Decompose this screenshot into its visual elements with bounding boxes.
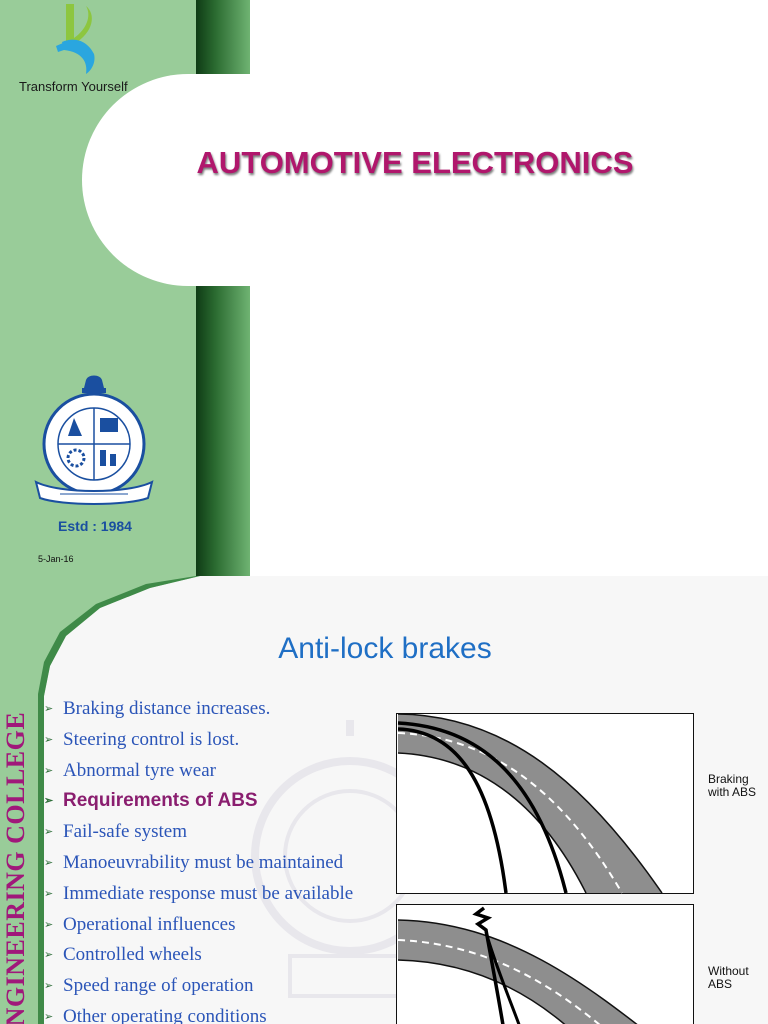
college-name-text: ENGINEERING COLLEGE [1, 711, 30, 1024]
title-band-curve [82, 74, 322, 286]
caption-line: Without [708, 964, 749, 978]
bullet-text: Manoeuvrability must be maintained [63, 851, 344, 873]
content-slide: ENGINEERING COLLEGE Anti-lock brakes ➢ Br… [0, 576, 768, 1024]
bullet-item: ➢ Abnormal tyre wear [44, 756, 353, 787]
bullet-text: Immediate response must be available [63, 882, 354, 904]
bullet-text: Fail-safe system [63, 821, 188, 843]
bullet-text: Controlled wheels [63, 944, 202, 966]
bullet-item: ➢ Steering control is lost. [44, 725, 353, 756]
arrow-bullet-icon: ➢ [44, 856, 54, 869]
bullet-item: ➢ Manoeuvrability must be maintained [44, 848, 353, 879]
bullet-text: Requirements of ABS [63, 790, 258, 812]
arrow-bullet-icon: ➢ [44, 1010, 54, 1023]
bullet-item-heading: ➢ Requirements of ABS [44, 786, 353, 817]
arrow-bullet-icon: ➢ [44, 764, 54, 777]
bullet-text: Steering control is lost. [63, 728, 240, 750]
bullet-item: ➢ Immediate response must be available [44, 879, 353, 910]
bullet-list: ➢ Braking distance increases. ➢ Steering … [44, 694, 353, 1024]
logo-tagline: Transform Yourself [19, 79, 128, 94]
bullet-item: ➢ Operational influences [44, 910, 353, 941]
figure-caption-abs: Braking with ABS [708, 773, 756, 799]
slide-title: Anti-lock brakes [278, 632, 492, 665]
bullet-text: Other operating conditions [63, 1005, 267, 1024]
vertical-college-name: ENGINEERING COLLEGE [0, 712, 38, 1024]
bullet-item: ➢ Fail-safe system [44, 817, 353, 848]
bullet-item: ➢ Other operating conditions [44, 1002, 353, 1024]
arrow-bullet-icon: ➢ [44, 980, 54, 993]
braking-with-abs-figure [396, 713, 694, 894]
bullet-item: ➢ Speed range of operation [44, 971, 353, 1002]
arrow-bullet-icon: ➢ [44, 826, 54, 839]
slide-date: 5-Jan-16 [38, 554, 74, 564]
bullet-text: Abnormal tyre wear [63, 759, 216, 781]
arrow-bullet-icon: ➢ [44, 887, 54, 900]
caption-line: with ABS [708, 785, 757, 799]
kongu-logo-icon [56, 4, 95, 74]
bullet-item: ➢ Braking distance increases. [44, 694, 353, 725]
figure-caption-no-abs: Without ABS [708, 965, 749, 991]
arrow-bullet-icon: ➢ [44, 795, 54, 808]
establishment-year: Estd : 1984 [58, 518, 132, 534]
arrow-bullet-icon: ➢ [44, 918, 54, 931]
arrow-bullet-icon: ➢ [44, 949, 54, 962]
title-slide: Transform Yourself AUTOMOTIVE ELECTRONIC… [0, 0, 634, 576]
arrow-bullet-icon: ➢ [44, 733, 54, 746]
bullet-text: Braking distance increases. [63, 698, 271, 719]
bullet-item: ➢ Controlled wheels [44, 940, 353, 971]
college-emblem-icon [34, 375, 154, 505]
caption-line: ABS [708, 977, 733, 991]
arrow-bullet-icon: ➢ [44, 703, 54, 715]
slide-title: AUTOMOTIVE ELECTRONICS [196, 145, 634, 180]
emblem-watermark-icon [251, 720, 410, 998]
bullet-text: Operational influences [63, 913, 236, 935]
caption-line: Braking [708, 772, 749, 786]
bullet-text: Speed range of operation [63, 975, 254, 997]
braking-without-abs-figure [396, 904, 694, 1024]
